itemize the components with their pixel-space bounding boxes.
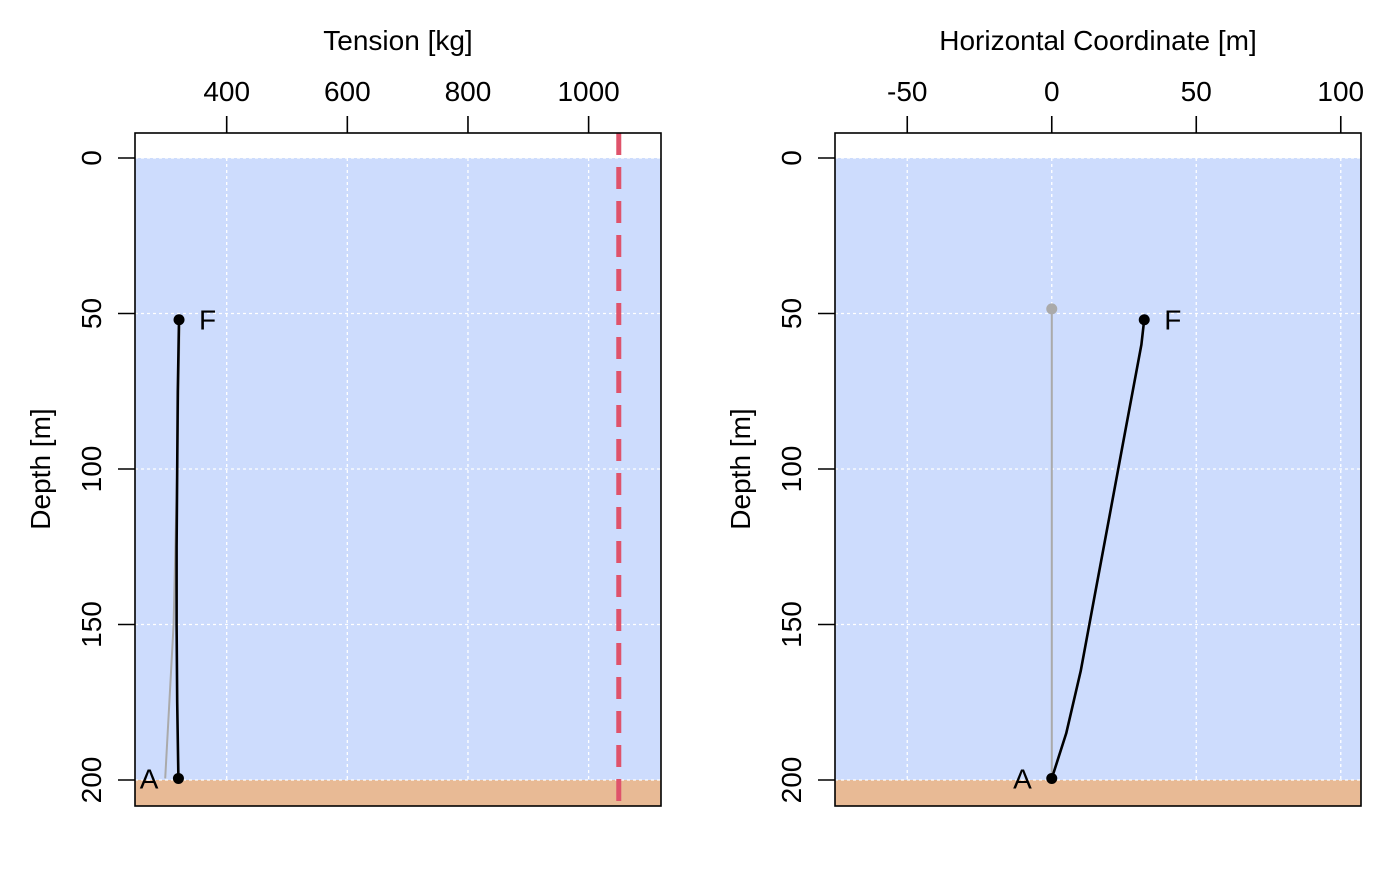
y-tick-label: 150 [776, 601, 807, 648]
seabed-region [135, 780, 661, 806]
y-tick-label: 200 [76, 757, 107, 804]
point-label-A: A [1013, 763, 1032, 794]
x-tick-label: 600 [324, 76, 371, 107]
x-tick-label: 50 [1181, 76, 1212, 107]
series-line-current [1050, 319, 1146, 779]
y-tick-label: 0 [76, 150, 107, 166]
x-tick-label: 400 [203, 76, 250, 107]
point-label-F: F [199, 305, 216, 336]
point-F [1138, 314, 1150, 326]
y-axis-title: Depth [m] [25, 408, 56, 529]
x-tick-label: 1000 [557, 76, 619, 107]
point-label-A: A [140, 763, 159, 794]
y-tick-label: 100 [776, 446, 807, 493]
y-tick-label: 200 [776, 757, 807, 804]
point-A [1046, 772, 1058, 784]
marker-static [1046, 303, 1058, 315]
series-line-current [175, 319, 181, 779]
y-tick-label: 0 [776, 150, 807, 166]
x-tick-label: -50 [887, 76, 927, 107]
point-label-F: F [1164, 305, 1181, 336]
x-axis-title: Horizontal Coordinate [m] [939, 25, 1256, 56]
chart-1: F A 400 600 800 1000 0 50 100 150 200 Tension [kg] D… [25, 25, 662, 807]
y-axis-title: Depth [m] [725, 408, 756, 529]
seabed-region [835, 780, 1361, 806]
x-tick-label: 0 [1044, 76, 1060, 107]
y-tick-label: 50 [776, 298, 807, 329]
chart-2: F A -50 0 50 100 0 50 100 150 200 Horizontal Coordi… [725, 25, 1364, 807]
point-F [173, 314, 185, 326]
x-axis-title: Tension [kg] [323, 25, 472, 56]
y-tick-label: 100 [76, 446, 107, 493]
x-tick-label: 100 [1317, 76, 1364, 107]
point-A [172, 772, 184, 784]
y-tick-label: 50 [76, 298, 107, 329]
x-tick-label: 800 [445, 76, 492, 107]
y-tick-label: 150 [76, 601, 107, 648]
